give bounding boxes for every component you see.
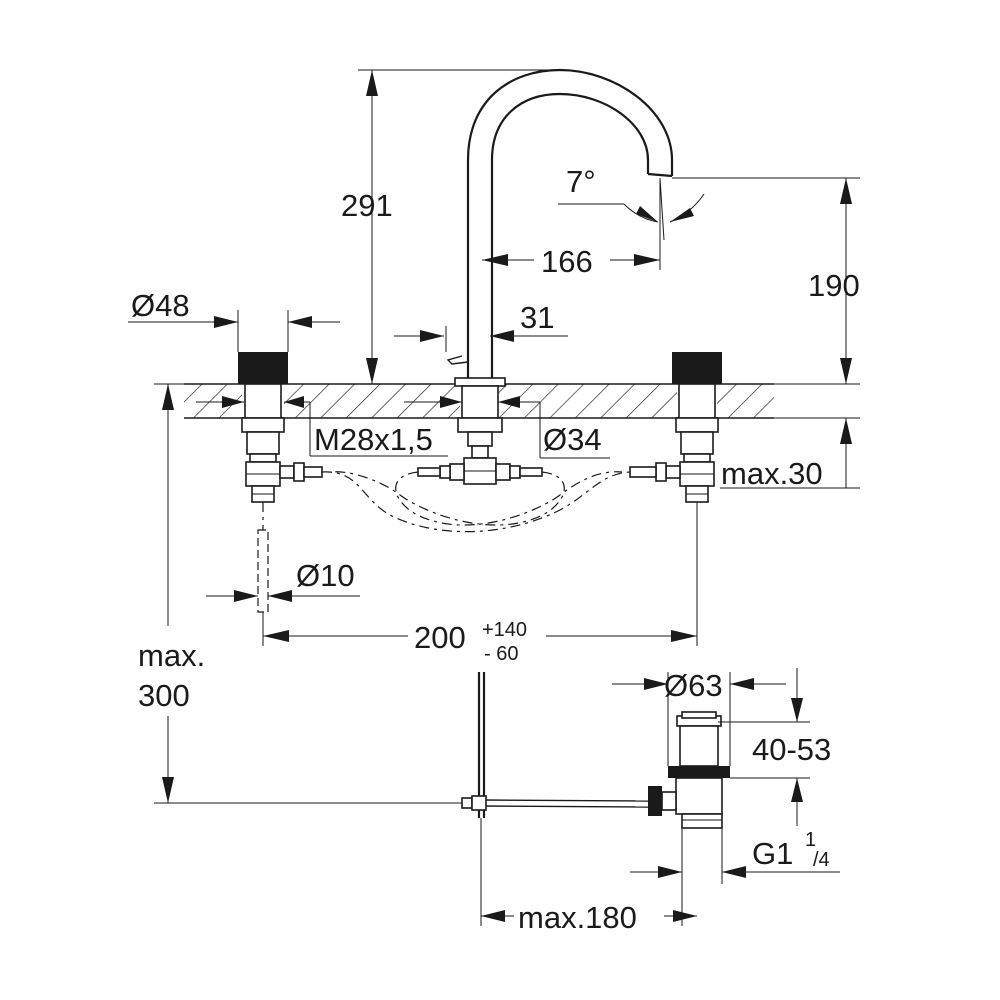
dim-line-g1 xyxy=(630,828,840,926)
hose-connectors xyxy=(257,462,681,613)
label-max-height-line2: 300 xyxy=(138,678,190,713)
dim-line-max300 xyxy=(154,383,462,804)
label-handle-diameter: Ø48 xyxy=(131,288,190,323)
dim-line-48 xyxy=(128,310,340,352)
label-spout-offset: 31 xyxy=(520,300,554,335)
dim-line-291 xyxy=(358,69,560,384)
label-drain-diameter: Ø63 xyxy=(664,668,723,703)
dim-line-166 xyxy=(482,180,661,270)
label-drain-thread-main: G1 xyxy=(752,836,793,871)
label-max-depth-below: max.30 xyxy=(721,456,823,491)
label-spout-height: 190 xyxy=(808,268,860,303)
dim-line-40-53 xyxy=(718,668,810,826)
dim-line-200 xyxy=(262,502,698,646)
dim-angle-7 xyxy=(558,177,705,241)
dim-line-10 xyxy=(206,590,360,602)
label-hose-diameter: Ø10 xyxy=(296,558,355,593)
dim-line-max30 xyxy=(720,417,860,489)
label-spout-base-diameter: Ø34 xyxy=(543,422,602,457)
spout xyxy=(446,68,674,485)
popup-drain xyxy=(461,672,730,829)
label-max-height-line1: max. xyxy=(138,638,205,673)
dim-line-63 xyxy=(612,672,786,766)
label-spout-reach: 166 xyxy=(541,244,593,279)
dim-line-34 xyxy=(404,396,610,459)
label-drain-thread-den: /4 xyxy=(813,849,830,871)
dim-line-max180 xyxy=(480,818,697,926)
right-handle xyxy=(672,352,722,503)
dim-leader-thread xyxy=(196,396,448,457)
dim-line-190 xyxy=(672,177,860,385)
label-height-total: 291 xyxy=(341,188,393,223)
label-drain-thickness: 40-53 xyxy=(752,732,831,767)
label-spread-nominal: 200 xyxy=(414,620,466,655)
label-spread-plus: +140 xyxy=(482,619,527,641)
dim-line-31 xyxy=(394,326,568,352)
label-thread: M28x1,5 xyxy=(314,422,433,457)
label-spread-minus: - 60 xyxy=(484,643,518,665)
label-drain-thread-num: 1 xyxy=(805,829,816,851)
label-rod-length: max.180 xyxy=(518,900,637,935)
left-handle xyxy=(238,352,288,503)
label-spout-angle: 7° xyxy=(566,164,596,199)
